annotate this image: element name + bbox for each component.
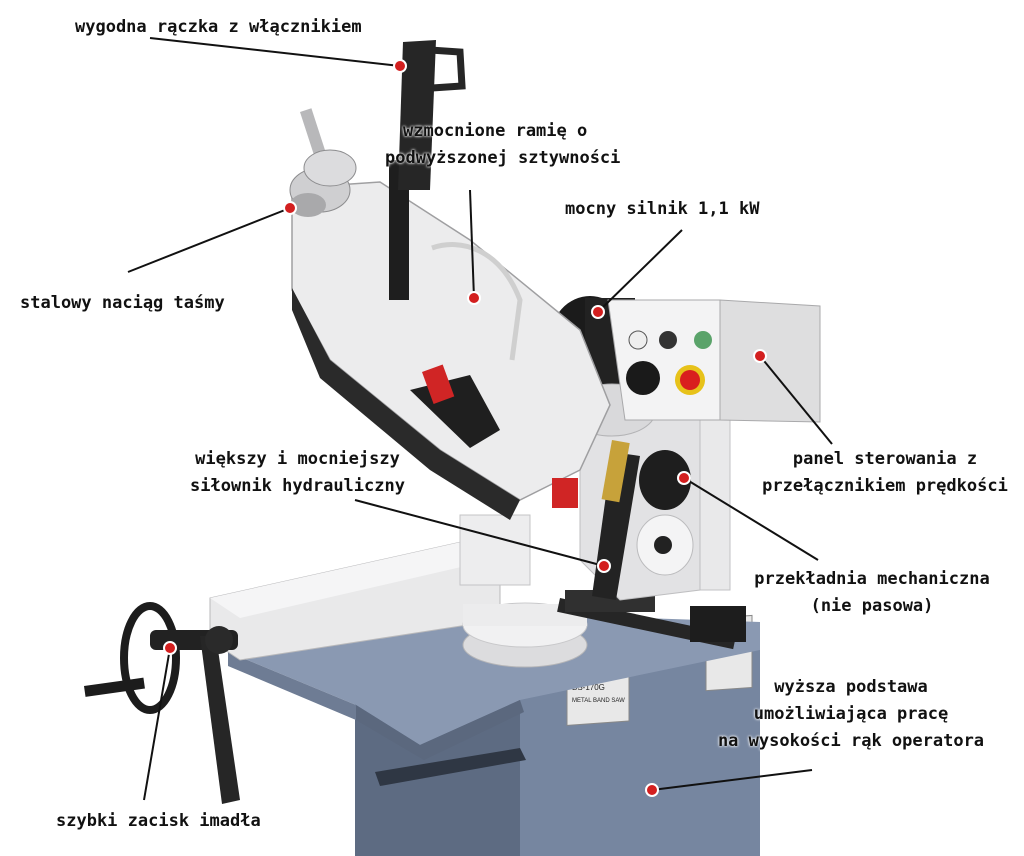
nameplate-model: BS-170G — [572, 683, 605, 692]
callout-handle: wygodna rączka z włącznikiem — [75, 14, 362, 41]
callout-handle-text: wygodna rączka z włącznikiem — [75, 17, 362, 37]
callout-vise: szybki zacisk imadła — [56, 808, 261, 835]
vise-jaw-lever — [557, 590, 746, 650]
callout-base: wyższa podstawa umożliwiająca pracę na w… — [706, 674, 996, 755]
blade-tension-knob — [289, 108, 357, 217]
callout-base-line-1: wyższa podstawa — [774, 677, 928, 697]
callout-gear-line-1: przekładnia mechaniczna — [754, 569, 990, 589]
callout-cylinder-line-1: większy i mocniejszy — [195, 449, 400, 469]
callout-cylinder: większy i mocniejszy siłownik hydraulicz… — [180, 446, 415, 500]
callout-base-line-3: na wysokości rąk operatora — [717, 731, 985, 751]
callout-motor-text: mocny silnik 1,1 kW — [565, 199, 760, 219]
callout-motor: mocny silnik 1,1 kW — [565, 196, 759, 223]
saw-arm — [291, 181, 611, 520]
callout-panel-line-2: przełącznikiem prędkości — [762, 476, 1008, 496]
callout-base-line-2: umożliwiająca pracę — [753, 704, 949, 724]
nameplate-title: METAL BAND SAW — [572, 698, 625, 704]
callout-gear-line-2: (nie pasowa) — [810, 596, 934, 616]
callout-gear: przekładnia mechaniczna (nie pasowa) — [744, 566, 1000, 620]
vise-handwheel — [84, 602, 240, 804]
callout-arm-line-2: podwyższonej sztywności — [385, 148, 621, 168]
callout-panel: panel sterowania z przełącznikiem prędko… — [760, 446, 1010, 500]
control-panel-box — [607, 299, 821, 423]
callout-tension-text: stalowy naciąg taśmy — [20, 293, 225, 313]
callout-tension: stalowy naciąg taśmy — [20, 290, 225, 317]
callout-arm-line-1: wzmocnione ramię o — [403, 121, 588, 141]
callout-vise-text: szybki zacisk imadła — [56, 811, 261, 831]
swivel-turntable — [462, 602, 588, 668]
callout-panel-line-1: panel sterowania z — [792, 449, 978, 469]
work-table — [228, 612, 760, 760]
callout-arm: wzmocnione ramię o podwyższonej sztywnoś… — [385, 118, 620, 172]
callout-cylinder-line-2: siłownik hydrauliczny — [190, 476, 405, 496]
handle-grip — [389, 40, 466, 300]
